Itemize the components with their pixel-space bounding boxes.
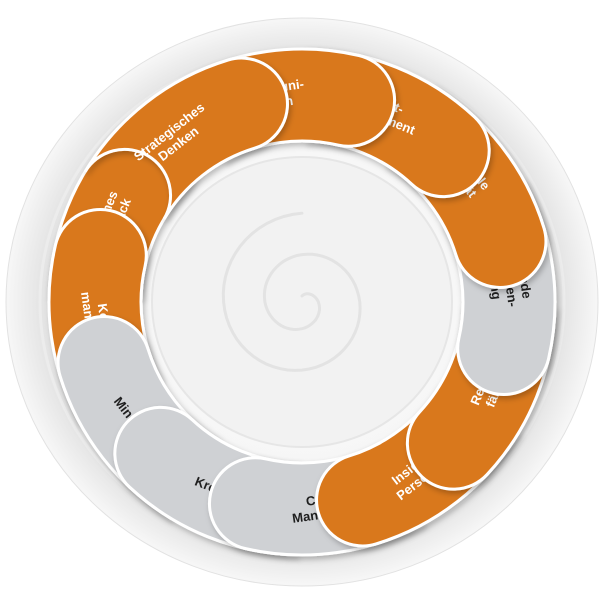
segment-strategisches-denken: StrategischesDenken xyxy=(83,56,289,220)
segments-layer: TierischesFeedbackKonflikt-managementMin… xyxy=(47,47,557,557)
segment-shape xyxy=(83,56,289,220)
center-spiral xyxy=(221,211,362,372)
